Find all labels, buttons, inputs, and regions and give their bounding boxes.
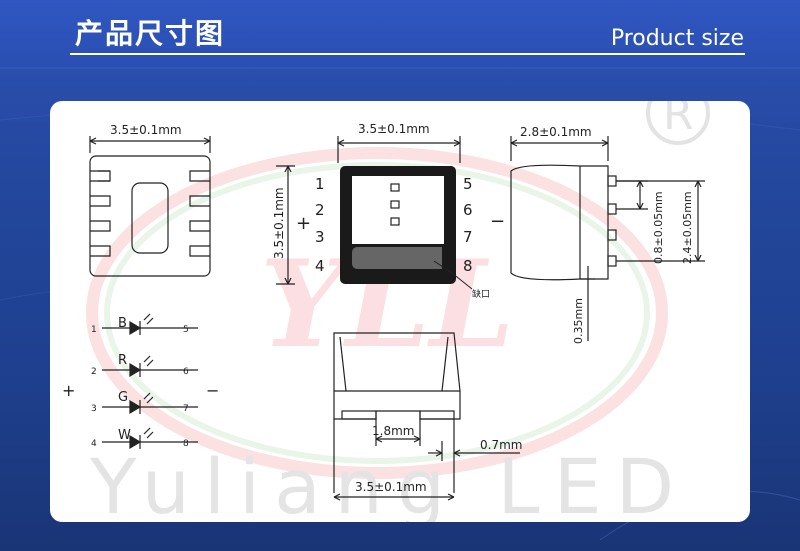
side-span-label: 2.4±0.05mm bbox=[681, 191, 694, 264]
circuit-row-4-right: 8 bbox=[183, 439, 189, 449]
circuit-minus-sign: − bbox=[206, 381, 219, 400]
center-minus-sign: − bbox=[490, 211, 505, 232]
header-band bbox=[0, 0, 800, 68]
pin-label-3: 3 bbox=[315, 228, 325, 246]
circuit-row-4-left: 4 bbox=[91, 439, 97, 449]
pad-width-label: 1.8mm bbox=[372, 424, 414, 438]
watermark-brand: Yuliang LED bbox=[89, 442, 688, 522]
side-thickness-label: 0.35mm bbox=[572, 298, 585, 344]
notch-label: 缺口 bbox=[472, 288, 490, 300]
circuit-row-3-color: G bbox=[118, 390, 128, 405]
pin-label-2: 2 bbox=[315, 201, 325, 219]
center-width-label: 3.5±0.1mm bbox=[358, 122, 430, 136]
circuit-row-4-color: W bbox=[118, 428, 131, 443]
title-divider bbox=[70, 53, 745, 55]
gap-label: 0.7mm bbox=[480, 438, 522, 452]
circuit-row-3-right: 7 bbox=[183, 404, 189, 414]
registered-mark-icon: R bbox=[646, 101, 710, 145]
side-width-label: 2.8±0.1mm bbox=[520, 125, 592, 139]
pin-label-1: 1 bbox=[315, 175, 325, 193]
circuit-row-1-color: B bbox=[118, 316, 127, 331]
pin-label-8: 8 bbox=[463, 257, 473, 275]
circuit-row-2-color: R bbox=[118, 353, 127, 368]
center-height-label: 3.5±0.1mm bbox=[272, 187, 286, 259]
registered-mark-letter: R bbox=[663, 101, 694, 140]
bottom-width-label: 3.5±0.1mm bbox=[355, 480, 427, 494]
dimension-drawing: YLL R Yuliang LED 3.5±0.1mm bbox=[62, 101, 710, 522]
circuit-row-1-right: 5 bbox=[183, 325, 189, 335]
circuit-plus-sign: + bbox=[62, 381, 75, 400]
pin-label-5: 5 bbox=[463, 175, 473, 193]
pin-label-7: 7 bbox=[463, 228, 473, 246]
circuit-diagram bbox=[102, 313, 198, 450]
top-view-width-label: 3.5±0.1mm bbox=[110, 123, 182, 137]
package-side-view bbox=[510, 136, 705, 341]
package-front-view bbox=[333, 332, 520, 501]
pin-label-6: 6 bbox=[463, 201, 473, 219]
center-plus-sign: + bbox=[296, 213, 311, 234]
product-size-panel: YLL R Yuliang LED 3.5±0.1mm bbox=[50, 101, 750, 522]
side-pitch-label: 0.8±0.05mm bbox=[652, 191, 665, 264]
circuit-row-3-left: 3 bbox=[91, 404, 97, 414]
circuit-row-2-left: 2 bbox=[91, 367, 97, 377]
pin-label-4: 4 bbox=[315, 257, 325, 275]
circuit-row-1-left: 1 bbox=[91, 325, 97, 335]
circuit-row-2-right: 6 bbox=[183, 367, 189, 377]
package-bottom-view bbox=[89, 136, 211, 277]
package-top-view bbox=[276, 136, 473, 290]
page-subtitle: Product size bbox=[610, 26, 744, 51]
page-title: 产品尺寸图 bbox=[75, 17, 226, 50]
watermark-ring bbox=[86, 147, 668, 479]
